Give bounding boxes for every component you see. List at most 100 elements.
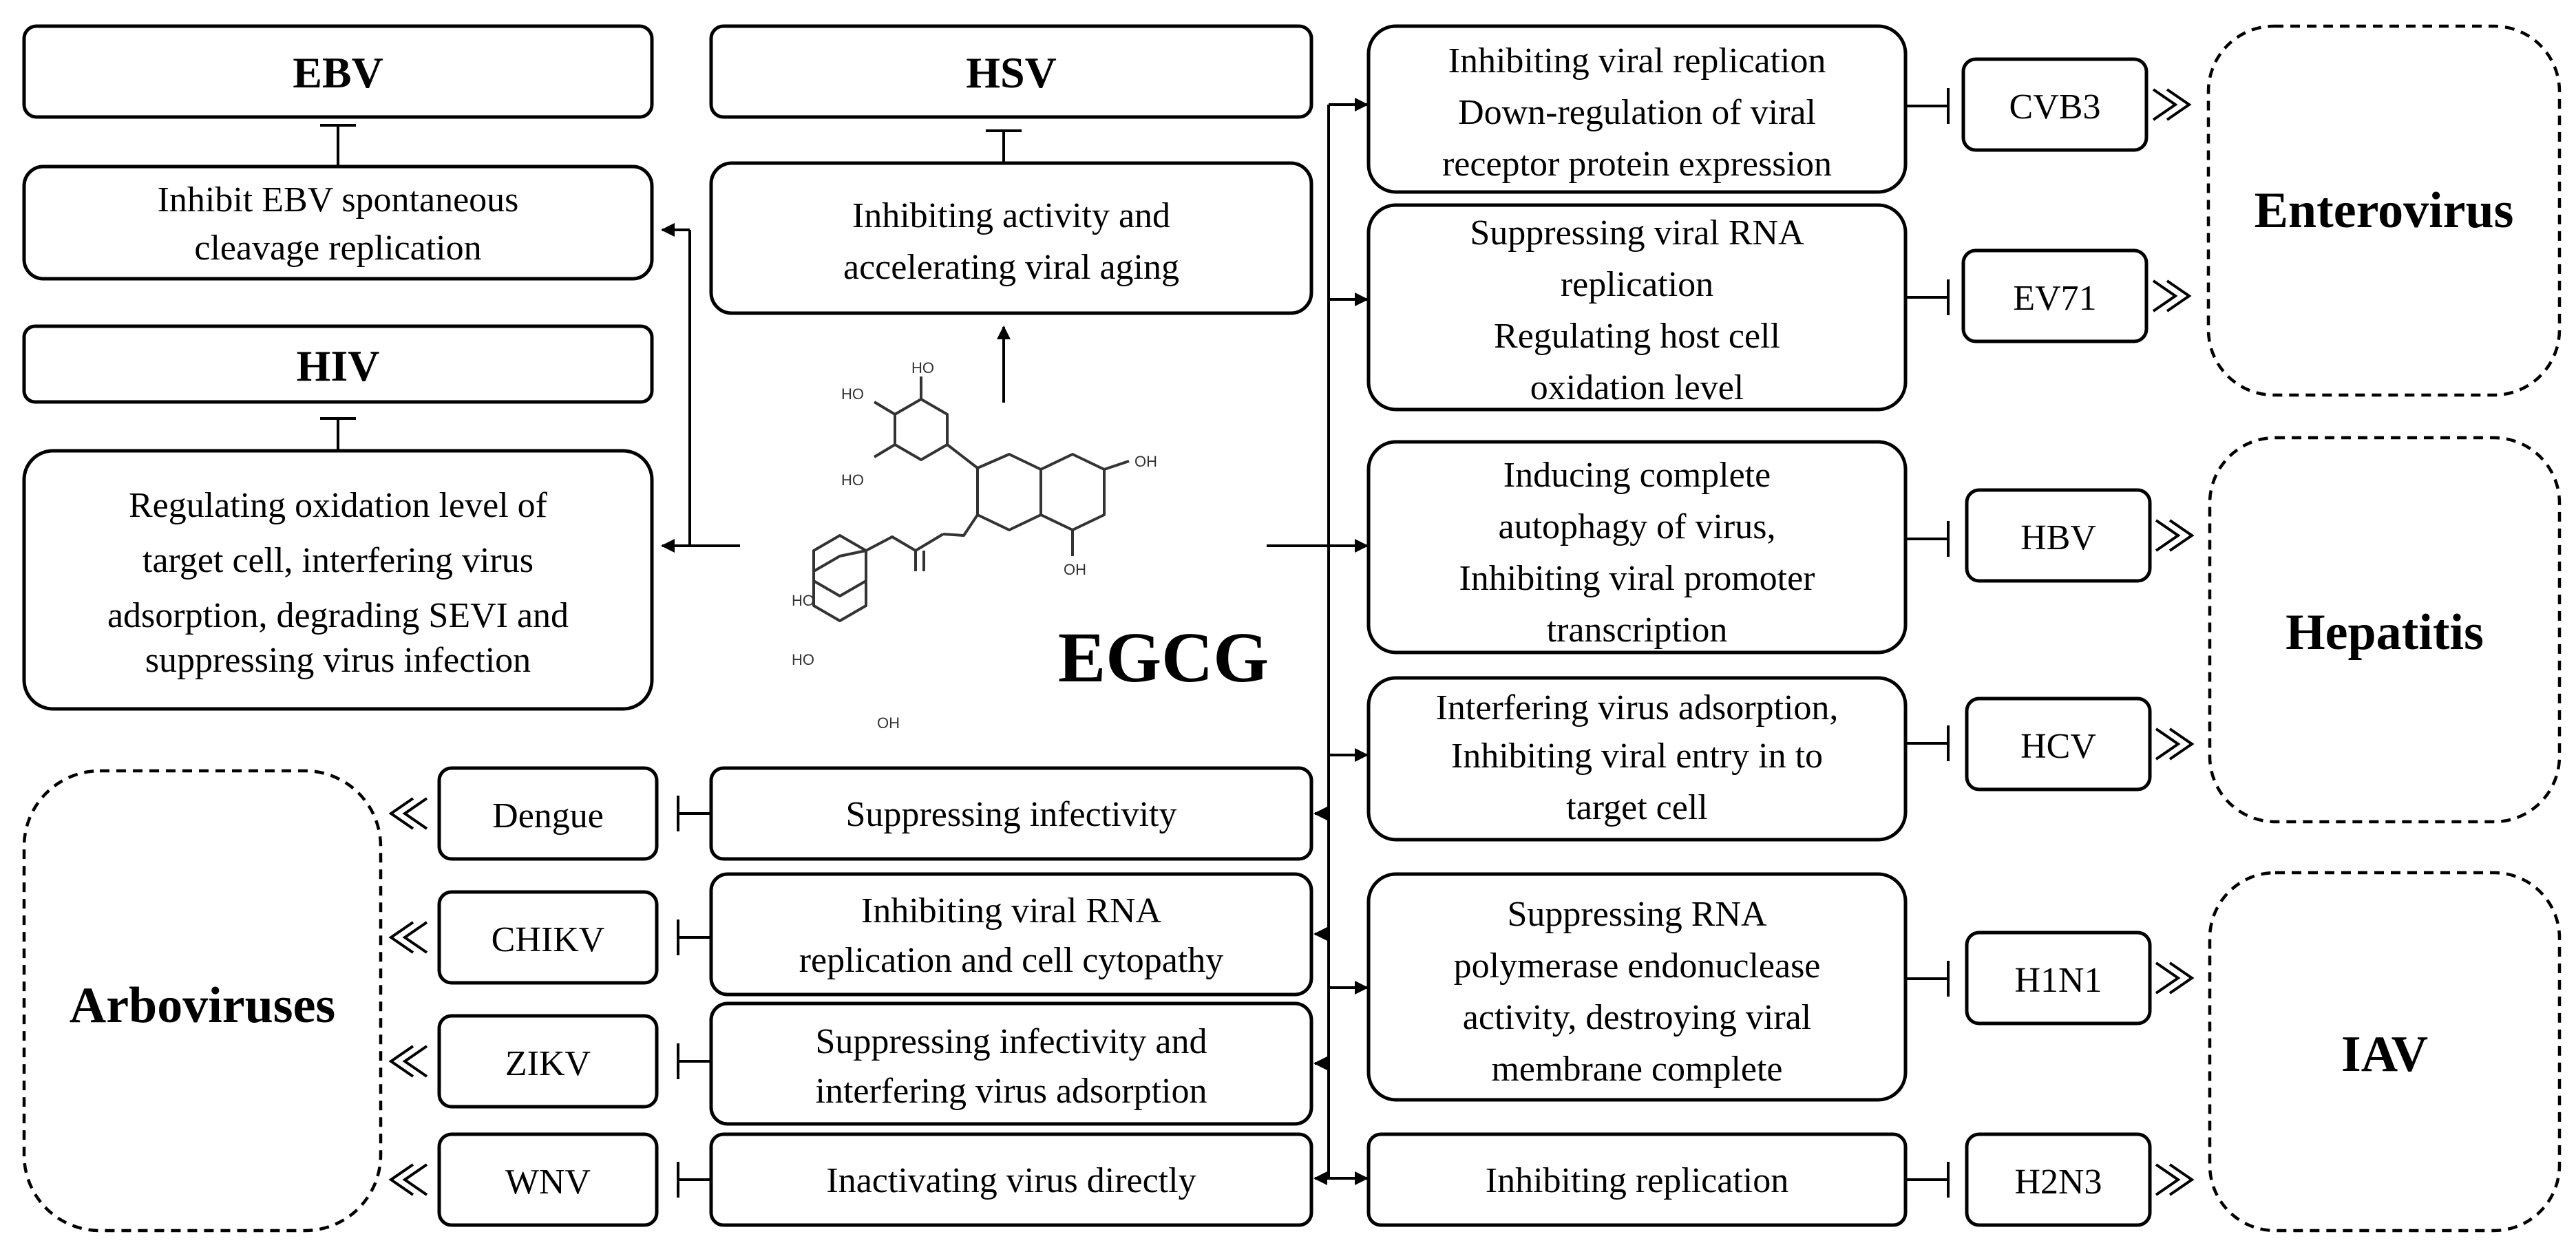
wnv-name: WNV: [505, 1162, 591, 1202]
ho-label-4: HO: [792, 592, 814, 609]
wnv-group-chevron: [388, 1163, 428, 1196]
egcg-structure: HO HO HO OH OH HO HO OH EGCG: [792, 359, 1269, 732]
hbv-name: HBV: [2020, 518, 2096, 557]
ring-b: [894, 398, 949, 461]
dengue-group-chevron: [388, 797, 428, 830]
ho-label-3: HO: [841, 471, 864, 489]
cvb3-effect-line-1: Inhibiting viral replication: [1448, 41, 1826, 81]
zikv-effect-line-2: interfering virus adsorption: [816, 1072, 1207, 1111]
egcg-label: EGCG: [1058, 618, 1269, 697]
dengue-name-box: [437, 766, 659, 861]
hiv-effect-line-1: Regulating oxidation level of: [129, 486, 548, 525]
dengue-effect-line-1: Suppressing infectivity: [846, 795, 1177, 834]
hsv-effect-line-2: accelerating viral aging: [843, 248, 1179, 287]
arboviruses-group-box: [22, 769, 383, 1233]
hcv-name-box: [1965, 697, 2152, 791]
chikv-group-chevron: [388, 921, 428, 954]
hsv-effect-box: [709, 161, 1313, 315]
ebv-inhibit-connector: [320, 124, 356, 167]
hbv-effect-line-4: transcription: [1547, 610, 1728, 650]
hsv-name: HSV: [966, 48, 1057, 97]
cvb3-name-box: [1961, 57, 2149, 152]
hbv-effect-line-3: Inhibiting viral promoter: [1459, 559, 1815, 598]
zikv-name: ZIKV: [505, 1044, 591, 1083]
hcv-effect-line-3: target cell: [1566, 788, 1708, 827]
chikv-effect-line-1: Inhibiting viral RNA: [861, 891, 1162, 931]
enterovirus-group-box: [2206, 24, 2562, 397]
dengue-effect-box: [709, 766, 1313, 861]
hiv-block: HIV Regulating oxidation level of target…: [22, 324, 654, 711]
h1n1-effect-box: [1366, 872, 1908, 1102]
h1n1-name-box: [1965, 931, 2152, 1025]
hbv-effect-line-2: autophagy of virus,: [1499, 507, 1776, 546]
hiv-effect-box: [22, 449, 654, 711]
zikv-effect-box: [709, 1001, 1313, 1126]
cvb3-inhibit-connector: [1905, 88, 1950, 124]
ev71-effect-line-3: Regulating host cell: [1494, 317, 1780, 356]
h2n3-name: H2N3: [2014, 1162, 2102, 1202]
zikv-group-chevron: [388, 1045, 428, 1078]
ev71-group-chevron: [2152, 279, 2192, 312]
wnv-name-box: [437, 1132, 659, 1227]
hiv-effect-line-3: adsorption, degrading SEVI and: [107, 596, 569, 635]
hbv-group-chevron: [2155, 519, 2195, 552]
ring-c: [976, 453, 1042, 531]
wnv-effect-line-1: Inactivating virus directly: [826, 1161, 1196, 1200]
ebv-name-box: [22, 24, 654, 119]
cvb3-name: CVB3: [2009, 87, 2101, 127]
chikv-block: CHIKV Inhibiting viral RNA replication a…: [388, 872, 1313, 997]
chikv-name: CHIKV: [492, 920, 605, 959]
cvb3-effect-line-3: receptor protein expression: [1442, 145, 1832, 184]
cvb3-effect-line-2: Down-regulation of viral: [1458, 93, 1816, 132]
chikv-effect-line-2: replication and cell cytopathy: [799, 941, 1224, 980]
zikv-name-box: [437, 1014, 659, 1109]
h1n1-effect-line-4: membrane complete: [1491, 1050, 1782, 1089]
hbv-inhibit-connector: [1905, 521, 1950, 557]
dengue-block: Dengue Suppressing infectivity: [388, 766, 1313, 861]
zikv-inhibit-connector: [677, 1043, 711, 1079]
ebv-block: EBV Inhibit EBV spontaneous cleavage rep…: [22, 24, 654, 281]
hcv-name: HCV: [2020, 727, 2096, 766]
ebv-effect-line-1: Inhibit EBV spontaneous: [158, 180, 519, 220]
hsv-name-box: [709, 24, 1313, 119]
hiv-effect-line-2: target cell, interfering virus: [142, 541, 534, 580]
h2n3-name-box: [1965, 1132, 2152, 1227]
ev71-effect-line-2: replication: [1561, 265, 1713, 304]
hiv-name-box: [22, 324, 654, 404]
ev71-effect-line-4: oxidation level: [1530, 368, 1744, 407]
hcv-group-chevron: [2155, 727, 2195, 761]
h1n1-effect-line-3: activity, destroying viral: [1463, 998, 1811, 1037]
h2n3-effect-line-1: Inhibiting replication: [1486, 1161, 1788, 1200]
ebv-effect-line-2: cleavage replication: [194, 229, 481, 268]
h1n1-inhibit-connector: [1905, 961, 1950, 997]
h1n1-effect-line-2: polymerase endonuclease: [1454, 946, 1821, 986]
ho-label-2: HO: [841, 385, 864, 403]
cvb3-block: Inhibiting viral replication Down-regula…: [1366, 24, 2192, 194]
hsv-block: HSV Inhibiting activity and accelerating…: [709, 24, 1313, 315]
iav-group-box: [2208, 871, 2562, 1233]
hbv-effect-line-1: Inducing complete: [1503, 456, 1771, 495]
h2n3-group-chevron: [2155, 1163, 2195, 1196]
chikv-inhibit-connector: [677, 920, 711, 955]
ebv-effect-box: [22, 164, 654, 281]
h1n1-group-chevron: [2155, 961, 2195, 995]
hbv-block: Inducing complete autophagy of virus, In…: [1366, 440, 2195, 655]
hepatitis-group-box: [2208, 436, 2562, 824]
hsv-inhibit-connector: [986, 129, 1022, 163]
h1n1-effect-line-1: Suppressing RNA: [1507, 895, 1766, 934]
hiv-inhibit-connector: [320, 417, 356, 451]
h2n3-block: Inhibiting replication H2N3: [1366, 1132, 2195, 1227]
h2n3-inhibit-connector: [1905, 1162, 1950, 1198]
zikv-effect-line-1: Suppressing infectivity and: [815, 1022, 1207, 1061]
ring-a: [1039, 453, 1106, 531]
oh-label-3: OH: [877, 714, 900, 732]
cvb3-effect-box: [1366, 24, 1908, 194]
wnv-inhibit-connector: [677, 1162, 711, 1198]
hbv-effect-box: [1366, 440, 1908, 655]
dengue-name: Dengue: [492, 796, 604, 836]
hcv-effect-line-2: Inhibiting viral entry in to: [1451, 736, 1823, 776]
hcv-effect-line-1: Interfering virus adsorption,: [1436, 688, 1839, 727]
hiv-effect-line-4: suppressing virus infection: [145, 641, 531, 680]
